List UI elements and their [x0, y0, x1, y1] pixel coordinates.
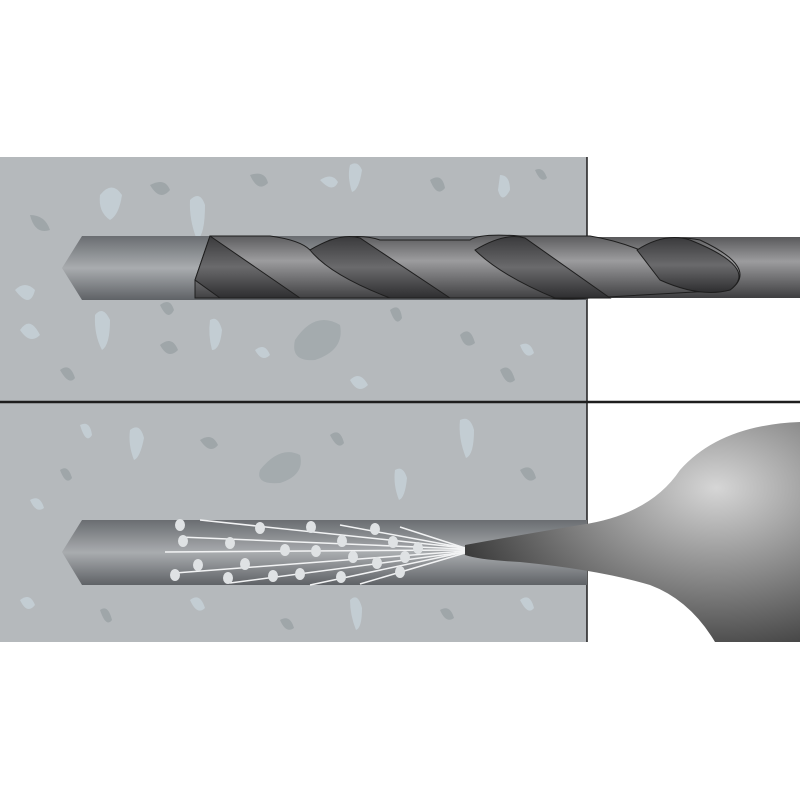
- drill-bit: [194, 234, 800, 300]
- blow-out-pump: [465, 422, 800, 642]
- aggregate-stones: [15, 163, 547, 630]
- flute: [194, 235, 302, 299]
- flute: [636, 237, 740, 293]
- drill-hole-bottom: [62, 520, 587, 585]
- bottom-panel-blowing: [62, 422, 800, 642]
- dust-particles: [164, 519, 466, 586]
- flute: [474, 236, 612, 299]
- flute: [309, 236, 452, 299]
- top-panel-drilling: [62, 234, 800, 300]
